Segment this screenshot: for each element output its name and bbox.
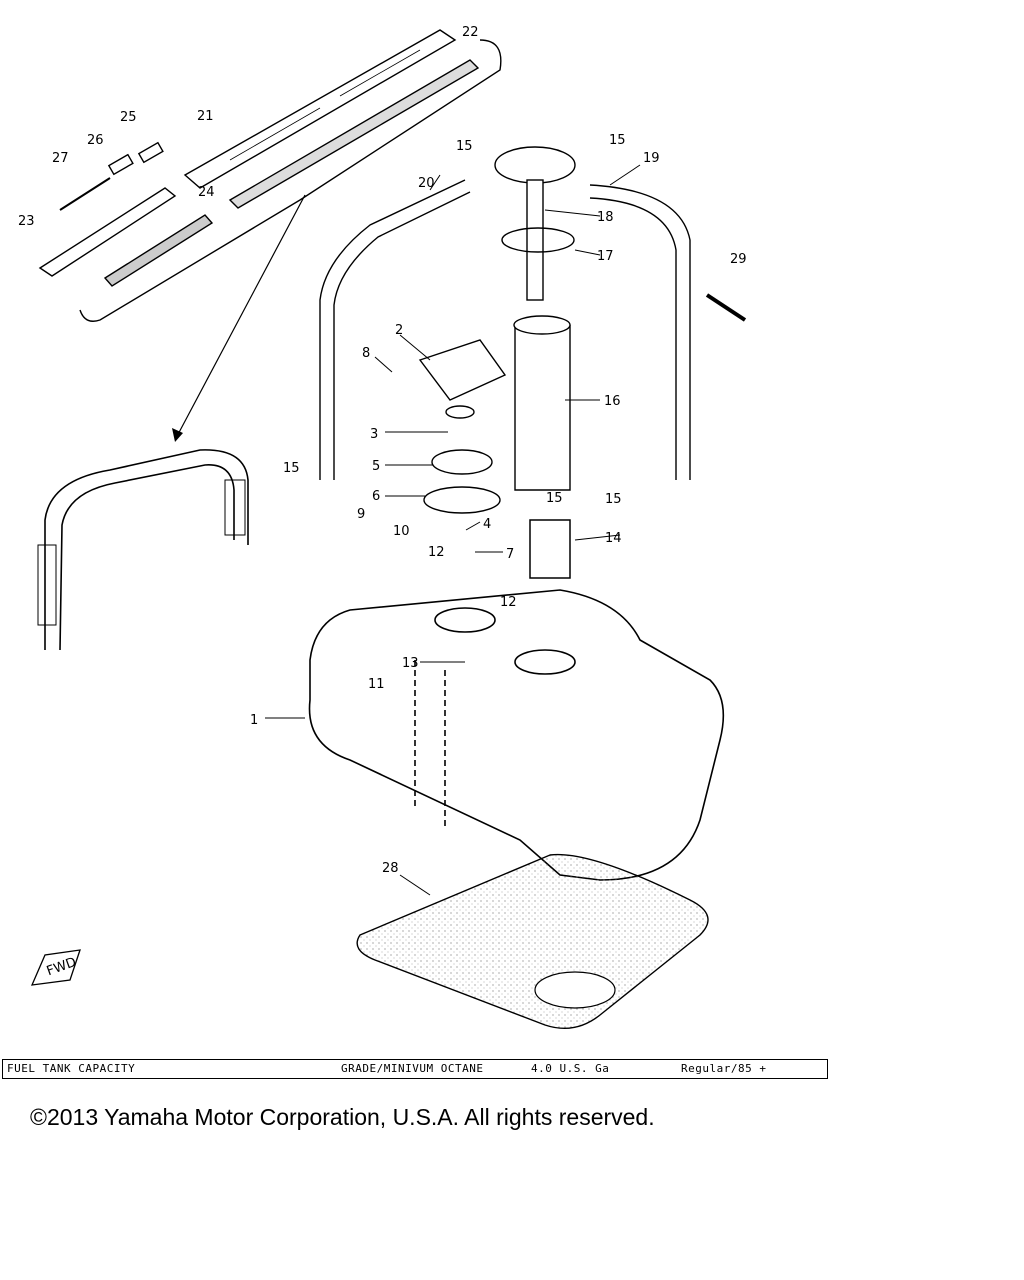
- callout-7: 7: [506, 547, 514, 562]
- callout-27: 27: [52, 151, 69, 166]
- tank-mat: [356, 853, 709, 1029]
- callout-15-c: 15: [283, 461, 300, 476]
- callout-15-a: 15: [456, 139, 473, 154]
- callout-6: 6: [372, 489, 380, 504]
- callout-20: 20: [418, 176, 435, 191]
- callout-4: 4: [483, 517, 491, 532]
- spec-bar: FUEL TANK CAPACITY GRADE/MINIVUM OCTANE …: [2, 1059, 828, 1079]
- capacity-value: 4.0 U.S. Ga: [531, 1062, 610, 1075]
- strap-assembly: [37, 449, 249, 651]
- strap-part-22: [228, 59, 480, 209]
- callout-29: 29: [730, 252, 747, 267]
- callout-12-a: 12: [428, 545, 445, 560]
- strap-detail-inset: [38, 29, 502, 322]
- fwd-arrow-icon: FWD: [30, 949, 81, 986]
- callout-5: 5: [372, 459, 380, 474]
- exploded-parts-diagram: FWD 1 2 3 4 5 6 7 8 9 10 11 12 12 13 14 …: [18, 25, 747, 1029]
- strap-part-27: [59, 177, 111, 211]
- callout-15-e: 15: [546, 491, 563, 506]
- callout-9: 9: [357, 507, 365, 522]
- strap-part-25: [137, 141, 164, 164]
- callout-2: 2: [395, 323, 403, 338]
- fuel-tank: [308, 589, 725, 881]
- item-29-fitting: [705, 293, 747, 322]
- copyright-notice: ©2013 Yamaha Motor Corporation, U.S.A. A…: [30, 1104, 655, 1130]
- callout-13: 13: [402, 656, 419, 671]
- strap-part-21: [183, 29, 457, 189]
- callout-12-b: 12: [500, 595, 517, 610]
- callout-17: 17: [597, 249, 614, 264]
- callout-19: 19: [643, 151, 660, 166]
- callout-24: 24: [198, 185, 215, 200]
- callout-22: 22: [462, 25, 479, 40]
- callout-15-d: 15: [605, 492, 622, 507]
- gauge-assembly: [418, 339, 507, 514]
- callout-26: 26: [87, 133, 104, 148]
- callout-10: 10: [393, 524, 410, 539]
- fuel-hoses: [319, 179, 691, 480]
- callout-1: 1: [250, 713, 258, 728]
- cap-and-pickup: [494, 146, 576, 491]
- callout-28: 28: [382, 861, 399, 876]
- strap-part-26: [107, 153, 134, 176]
- callout-16: 16: [604, 394, 621, 409]
- callout-18: 18: [597, 210, 614, 225]
- fuel-filter: [529, 519, 571, 579]
- callout-14: 14: [605, 531, 622, 546]
- callout-3: 3: [370, 427, 378, 442]
- callout-21: 21: [197, 109, 214, 124]
- callout-8: 8: [362, 346, 370, 361]
- callout-23: 23: [18, 214, 35, 229]
- grade-octane-label: GRADE/MINIVUM OCTANE: [341, 1062, 484, 1075]
- fuel-tank-capacity-label: FUEL TANK CAPACITY: [7, 1062, 136, 1075]
- callout-15-b: 15: [609, 133, 626, 148]
- grade-value: Regular/85 +: [681, 1062, 767, 1075]
- strap-part-24: [103, 214, 214, 287]
- callout-25: 25: [120, 110, 137, 125]
- strap-part-23: [38, 187, 177, 277]
- callout-11: 11: [368, 677, 385, 692]
